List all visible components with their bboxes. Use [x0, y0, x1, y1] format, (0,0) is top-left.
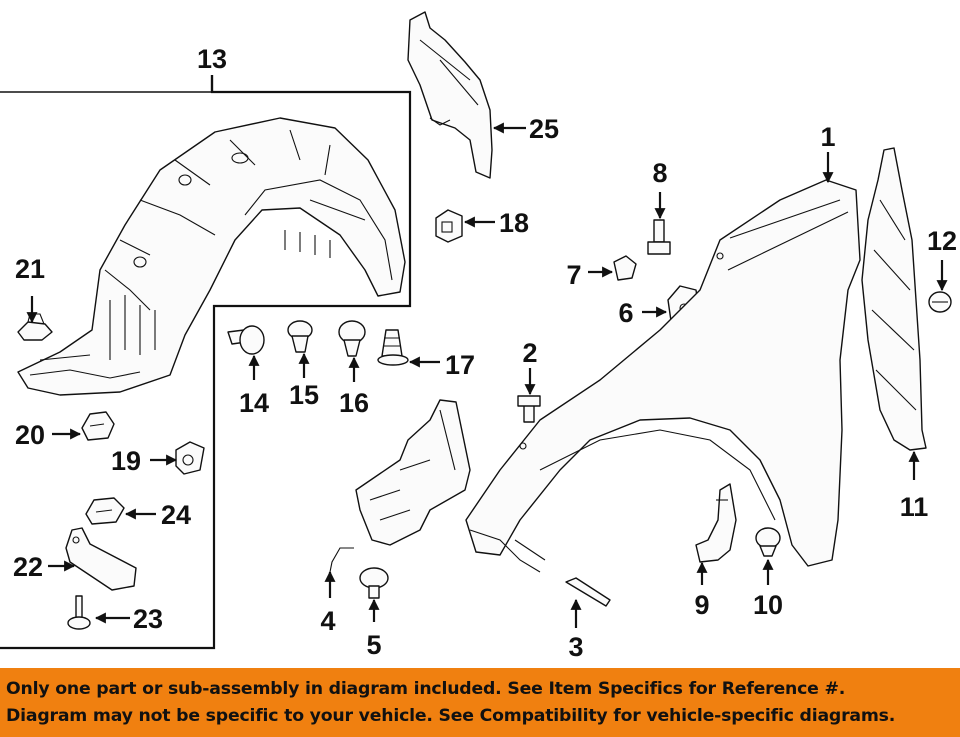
callout-1: 1	[820, 122, 835, 152]
clip-12	[928, 291, 952, 313]
leader-lines	[26, 75, 948, 628]
disclaimer-line-2: Diagram may not be specific to your vehi…	[6, 705, 896, 726]
clip-16	[338, 320, 366, 357]
fender-insulator-25	[407, 11, 493, 179]
bolt-8	[647, 219, 671, 255]
clip-20	[81, 411, 115, 441]
callout-10: 10	[753, 590, 783, 620]
callout-16: 16	[339, 388, 369, 418]
callout-15: 15	[289, 380, 319, 410]
callout-7: 7	[566, 260, 581, 290]
callout-23: 23	[133, 604, 163, 634]
callout-2: 2	[522, 338, 537, 368]
callout-5: 5	[366, 630, 381, 660]
nut-7	[613, 255, 637, 281]
front-fender	[465, 179, 861, 573]
callout-25: 25	[529, 114, 559, 144]
callout-11: 11	[900, 492, 929, 522]
clip-14	[227, 325, 265, 355]
clip-5	[359, 567, 389, 599]
pin-3	[565, 577, 611, 607]
callout-12: 12	[927, 226, 957, 256]
parts-diagram: 1 2 3 4 5 6 7 8 9 10 11 12 13 14 15 16 1…	[0, 11, 957, 662]
callout-17: 17	[445, 350, 475, 380]
callout-numbers: 1 2 3 4 5 6 7 8 9 10 11 12 13 14 15 16 1…	[13, 44, 957, 662]
callout-14: 14	[239, 388, 269, 418]
clip-21	[17, 313, 53, 341]
callout-8: 8	[652, 158, 667, 188]
screw-17	[377, 329, 409, 366]
callout-3: 3	[568, 632, 583, 662]
callout-21: 21	[15, 254, 45, 284]
clip-24	[85, 497, 125, 525]
callout-13: 13	[197, 44, 227, 74]
fender-seal-11	[861, 147, 927, 451]
bracket-22	[65, 527, 137, 591]
callout-22: 22	[13, 552, 43, 582]
clip-18	[435, 209, 463, 243]
nut-19	[175, 441, 205, 475]
disclaimer-line-1: Only one part or sub-assembly in diagram…	[6, 678, 846, 699]
callout-20: 20	[15, 420, 45, 450]
callout-24: 24	[161, 500, 191, 530]
callout-9: 9	[694, 590, 709, 620]
callout-4: 4	[320, 606, 335, 636]
bracket-9	[695, 483, 737, 563]
fender-liner	[17, 117, 406, 396]
callout-6: 6	[618, 298, 633, 328]
clip-10	[755, 527, 781, 557]
bolt-23	[67, 595, 91, 630]
clip-15	[287, 320, 313, 353]
disclaimer-banner: Only one part or sub-assembly in diagram…	[0, 668, 960, 737]
bolt-2	[517, 395, 541, 423]
callout-19: 19	[111, 446, 141, 476]
fender-bracket-4	[329, 399, 471, 573]
callout-18: 18	[499, 208, 529, 238]
